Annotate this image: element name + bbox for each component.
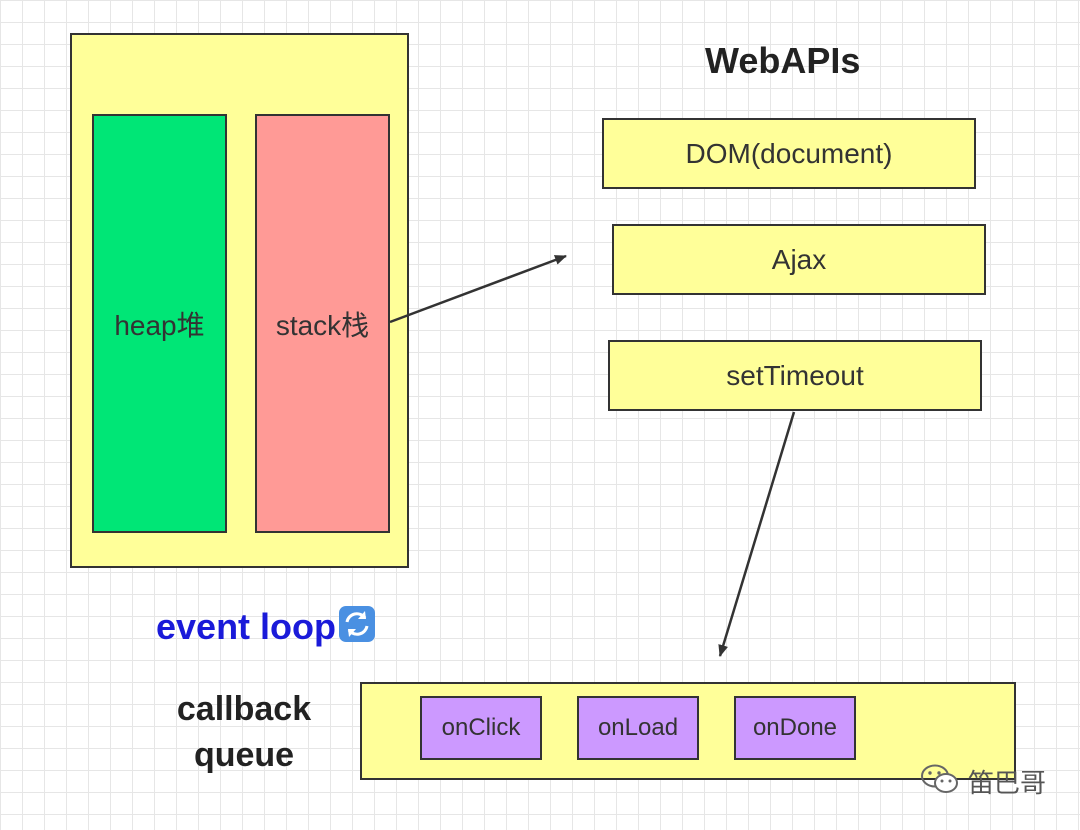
callback-onload: onLoad <box>577 696 699 760</box>
webapi-ajax-label: Ajax <box>771 243 827 275</box>
cycle-arrows-icon <box>338 605 376 648</box>
settimeout-to-queue-arrow <box>718 411 796 657</box>
stack-box: stack栈 <box>255 114 390 533</box>
watermark-text: 笛巴哥 <box>968 768 1047 798</box>
event-loop: event loop <box>156 605 376 648</box>
heap-label: heap堆 <box>114 309 205 341</box>
webapi-settimeout-box: setTimeout <box>608 340 982 411</box>
stack-label: stack栈 <box>275 309 370 341</box>
callback-ondone: onDone <box>734 696 856 760</box>
watermark: 笛巴哥 <box>920 762 1046 801</box>
heap-box: heap堆 <box>92 114 227 533</box>
callback-queue-title: callback queue <box>164 686 324 778</box>
webapi-dom-label: DOM(document) <box>685 137 893 169</box>
callback-ondone-label: onDone <box>752 714 838 741</box>
webapi-dom-box: DOM(document) <box>602 118 976 189</box>
webapi-ajax-box: Ajax <box>612 224 986 295</box>
callback-onclick-label: onClick <box>441 714 521 741</box>
webapis-title: WebAPIs <box>705 40 861 81</box>
callback-onload-label: onLoad <box>597 714 679 741</box>
event-loop-label: event loop <box>156 605 337 647</box>
callback-queue-title-line1: callback <box>176 690 312 728</box>
callback-queue-title-line2: queue <box>193 736 295 774</box>
stack-to-webapis-arrow <box>389 254 567 324</box>
webapi-settimeout-label: setTimeout <box>726 359 864 391</box>
callback-onclick: onClick <box>420 696 542 760</box>
wechat-icon <box>920 762 960 801</box>
